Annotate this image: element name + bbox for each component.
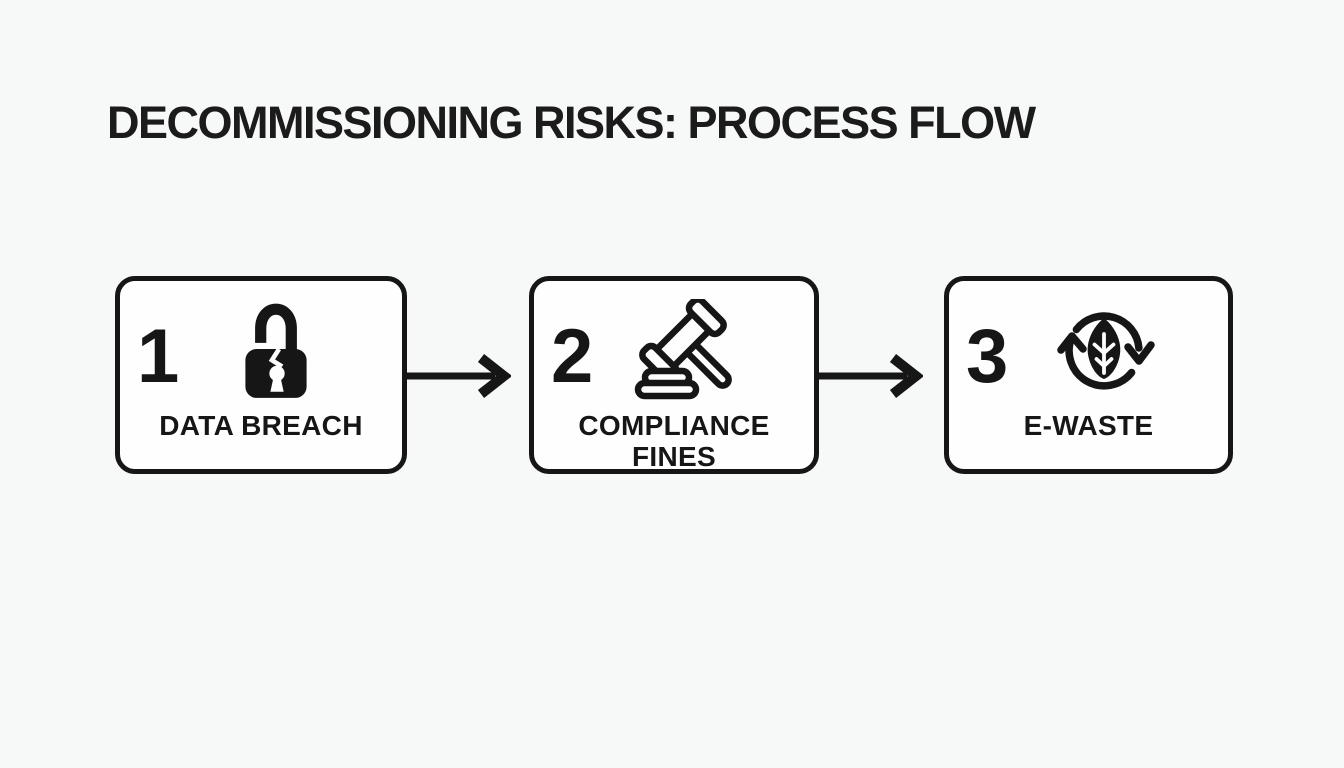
step-number: 2 [551,314,594,399]
recycling-leaf-icon [1056,312,1155,390]
step-label: DATA BREACH [159,410,363,441]
step-icon-wrap [150,297,402,405]
step-label: E-WASTE [1023,410,1154,441]
step-box-e-waste: 3 E-WASTE [944,276,1233,474]
arrow-right-icon [407,354,511,398]
step-number: 1 [137,314,180,399]
step-box-compliance-fines: 2 COMPLIANCE FINES [529,276,819,474]
arrow-right-icon [819,354,923,398]
step-box-data-breach: 1 DATA BREACH [115,276,407,474]
step-number: 3 [966,314,1009,399]
step-icon-wrap [564,297,814,405]
step-label: COMPLIANCE FINES [578,410,770,472]
gavel-icon [634,299,732,400]
broken-padlock-icon [245,303,307,398]
page-title: DECOMMISSIONING RISKS: PROCESS FLOW [107,97,1036,148]
step-icon-wrap [979,297,1228,405]
